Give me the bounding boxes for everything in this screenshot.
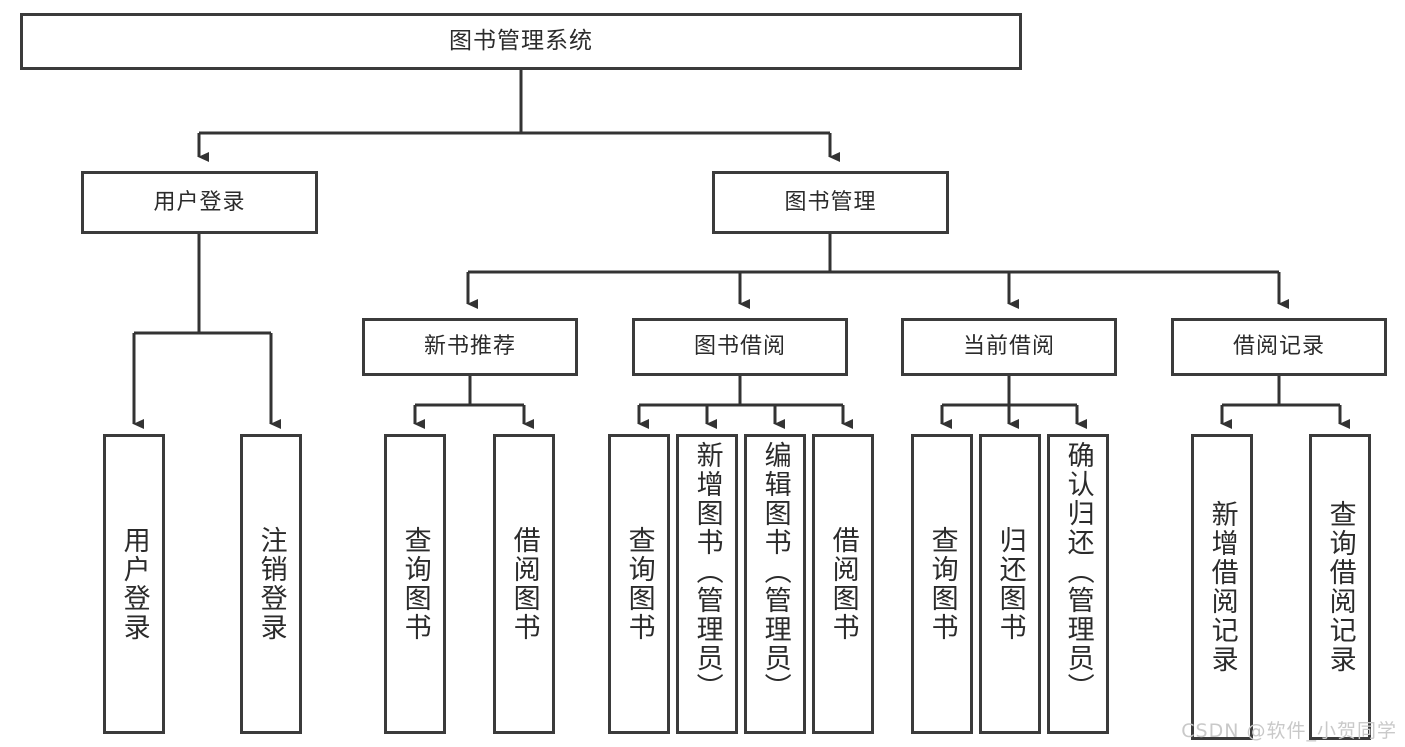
leaf-user-login-logout[interactable]: 注销登录 (240, 434, 302, 734)
leaf-borrow-record-add[interactable]: 新增借阅记录 (1191, 434, 1253, 740)
node-label: 查询图书 (399, 526, 431, 642)
leaf-current-borrow-query[interactable]: 查询图书 (911, 434, 973, 734)
leaf-book-borrow-borrow[interactable]: 借阅图书 (812, 434, 874, 734)
node-label: 借阅图书 (508, 526, 540, 642)
node-label: 查询图书 (623, 526, 655, 642)
node-label: 新增图书（管理员） (691, 441, 723, 702)
node-new-book-recommend[interactable]: 新书推荐 (362, 318, 578, 376)
node-label: 用户登录 (118, 526, 150, 642)
node-label: 图书管理 (784, 189, 877, 215)
watermark: CSDN @软件_小贺同学 (1181, 720, 1397, 742)
node-label: 查询借阅记录 (1324, 500, 1356, 674)
node-label: 确认归还（管理员） (1062, 441, 1094, 702)
node-label: 当前借阅 (962, 334, 1055, 359)
leaf-book-borrow-add[interactable]: 新增图书（管理员） (676, 434, 738, 734)
node-user-login[interactable]: 用户登录 (81, 171, 318, 234)
node-current-borrow[interactable]: 当前借阅 (901, 318, 1117, 376)
node-label: 借阅图书 (827, 526, 859, 642)
leaf-borrow-record-query[interactable]: 查询借阅记录 (1309, 434, 1371, 740)
leaf-new-book-borrow[interactable]: 借阅图书 (493, 434, 555, 734)
leaf-book-borrow-query[interactable]: 查询图书 (608, 434, 670, 734)
node-label: 新增借阅记录 (1206, 500, 1238, 674)
leaf-user-login-login[interactable]: 用户登录 (103, 434, 165, 734)
leaf-new-book-query[interactable]: 查询图书 (384, 434, 446, 734)
node-label: 新书推荐 (423, 334, 516, 359)
node-label: 图书管理系统 (449, 28, 593, 54)
node-label: 归还图书 (994, 526, 1026, 642)
node-label: 查询图书 (926, 526, 958, 642)
node-label: 借阅记录 (1232, 334, 1325, 359)
node-borrow-record[interactable]: 借阅记录 (1171, 318, 1387, 376)
node-label: 编辑图书（管理员） (759, 441, 791, 702)
leaf-current-borrow-return[interactable]: 归还图书 (979, 434, 1041, 734)
leaf-current-borrow-confirm-return[interactable]: 确认归还（管理员） (1047, 434, 1109, 734)
node-label: 图书借阅 (693, 334, 786, 359)
node-label: 用户登录 (153, 189, 246, 215)
leaf-book-borrow-edit[interactable]: 编辑图书（管理员） (744, 434, 806, 734)
node-root-图书管理系统[interactable]: 图书管理系统 (20, 13, 1022, 70)
node-label: 注销登录 (255, 526, 287, 642)
node-book-manage[interactable]: 图书管理 (712, 171, 949, 234)
node-book-borrow[interactable]: 图书借阅 (632, 318, 848, 376)
